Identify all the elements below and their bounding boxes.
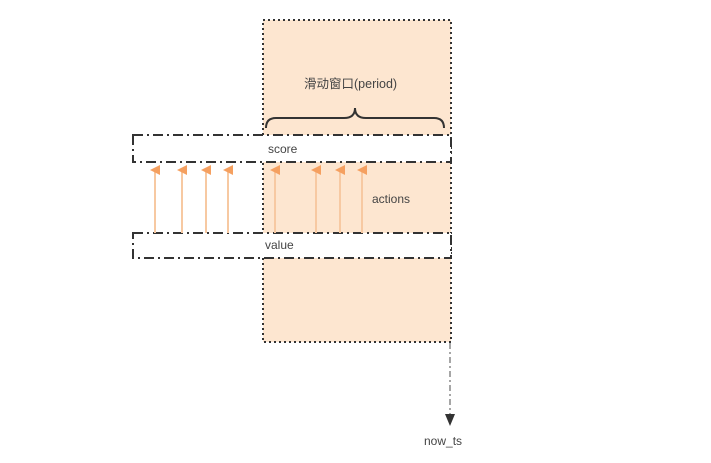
score-box [132, 134, 452, 163]
score-label: score [268, 142, 298, 156]
value-box [132, 232, 452, 259]
sliding-window [262, 19, 452, 343]
window-label: 滑动窗口(period) [304, 77, 398, 91]
value-label: value [265, 238, 294, 252]
now-ts-arrowhead-icon [445, 414, 455, 426]
now-ts-label: now_ts [424, 434, 463, 448]
actions-label: actions [372, 192, 411, 206]
window-brace [265, 107, 445, 129]
action-arrows [150, 165, 367, 233]
